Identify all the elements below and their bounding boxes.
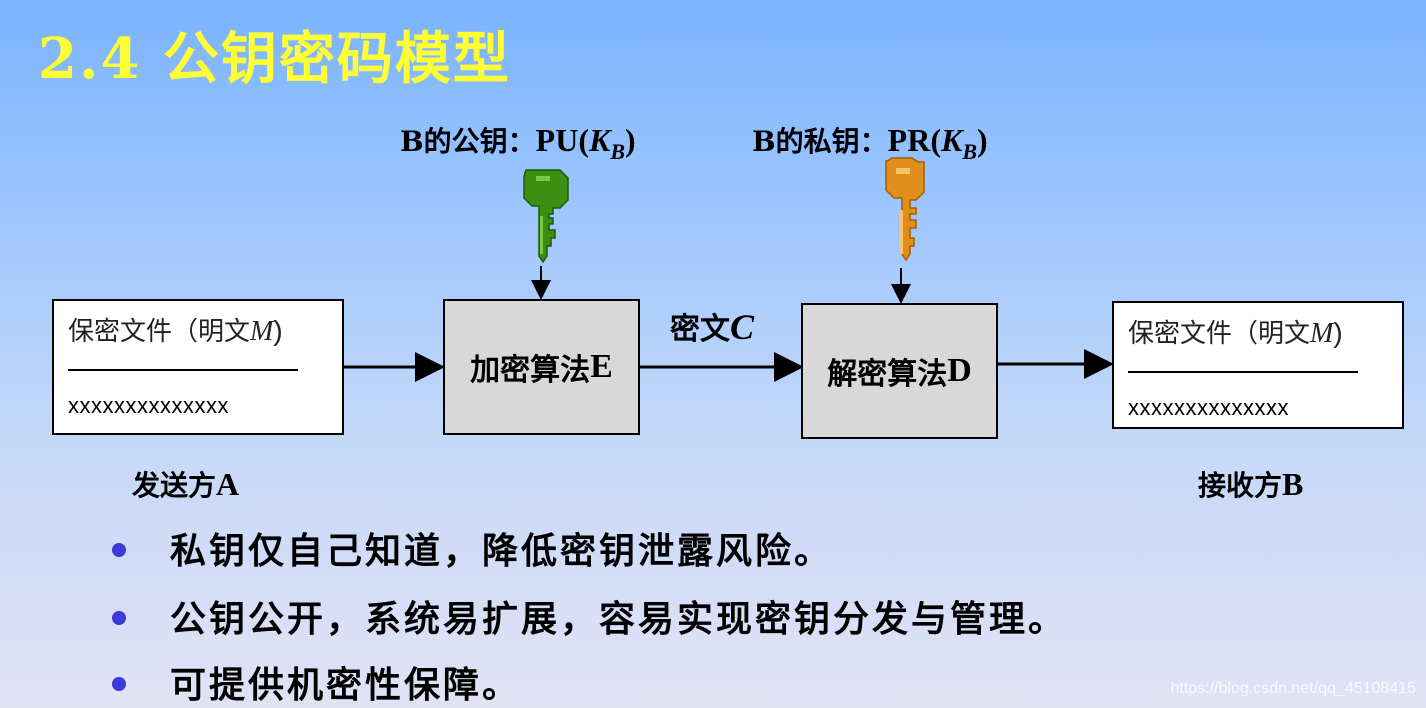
sender-label: 发送方A bbox=[132, 464, 239, 504]
sender-doc-close: ) bbox=[273, 315, 283, 346]
private-key-abbr: PR( bbox=[887, 122, 941, 158]
public-key-k: K bbox=[588, 122, 611, 158]
sender-doc-text: 保密文件（明文 bbox=[68, 317, 251, 347]
ciphertext-text: 密文 bbox=[670, 312, 730, 347]
public-key-prefix: B的公钥： bbox=[400, 125, 536, 158]
bullet-item: 可提供机密性保障。 bbox=[112, 656, 521, 708]
bullet-text: 公钥公开，系统易扩展，容易实现密钥分发与管理。 bbox=[170, 598, 1068, 640]
bullet-item: 私钥仅自己知道，降低密钥泄露风险。 bbox=[112, 522, 833, 574]
receiver-letter: B bbox=[1282, 466, 1304, 502]
sender-doc-m: M bbox=[250, 316, 274, 347]
private-key-label: B的私钥：PR(KB) bbox=[752, 120, 988, 165]
sender-doc-content: xxxxxxxxxxxxxx bbox=[68, 393, 229, 418]
sender-document: 保密文件（明文M) xxxxxxxxxxxxxx bbox=[52, 299, 344, 435]
receiver-document: 保密文件（明文M) xxxxxxxxxxxxxx bbox=[1112, 301, 1404, 429]
sender-doc-title: 保密文件（明文M) bbox=[68, 311, 283, 348]
sender-text: 发送方 bbox=[132, 469, 217, 502]
receiver-label: 接收方B bbox=[1198, 464, 1303, 504]
bullet-dot-icon bbox=[112, 543, 126, 557]
bullet-item: 公钥公开，系统易扩展，容易实现密钥分发与管理。 bbox=[112, 590, 1067, 642]
receiver-doc-content: xxxxxxxxxxxxxx bbox=[1128, 395, 1289, 420]
receiver-doc-m: M bbox=[1310, 318, 1334, 349]
public-key-sub: B bbox=[610, 139, 626, 164]
private-key-sub: B bbox=[962, 139, 978, 164]
private-key-close: ) bbox=[977, 122, 988, 158]
bullet-dot-icon bbox=[112, 611, 126, 625]
private-key-prefix: B的私钥： bbox=[752, 125, 888, 158]
public-key-close: ) bbox=[625, 122, 636, 158]
bullet-text: 可提供机密性保障。 bbox=[170, 664, 522, 706]
receiver-doc-title: 保密文件（明文M) bbox=[1128, 313, 1343, 350]
watermark: https://blog.csdn.net/qq_45108415 bbox=[1170, 680, 1416, 697]
encrypt-label: 加密算法 bbox=[470, 353, 591, 388]
public-key-abbr: PU( bbox=[535, 122, 589, 158]
decrypt-label: 解密算法 bbox=[827, 357, 948, 392]
encrypt-letter: E bbox=[590, 348, 613, 385]
decrypt-letter: D bbox=[947, 352, 972, 389]
ciphertext-letter: C bbox=[730, 307, 755, 347]
receiver-doc-close: ) bbox=[1333, 317, 1343, 348]
public-key-label: B的公钥：PU(KB) bbox=[400, 120, 636, 165]
receiver-text: 接收方 bbox=[1198, 469, 1283, 502]
public-key-icon bbox=[523, 169, 569, 264]
ciphertext-label: 密文C bbox=[670, 304, 754, 348]
page-title: 2.4 公钥密码模型 bbox=[38, 26, 511, 92]
bullet-dot-icon bbox=[112, 677, 126, 691]
private-key-icon bbox=[885, 157, 925, 262]
receiver-doc-rule bbox=[1128, 371, 1358, 373]
sender-doc-rule bbox=[68, 369, 298, 371]
receiver-doc-text: 保密文件（明文 bbox=[1128, 319, 1311, 349]
sender-letter: A bbox=[216, 466, 240, 502]
private-key-k: K bbox=[940, 122, 963, 158]
bullet-text: 私钥仅自己知道，降低密钥泄露风险。 bbox=[170, 530, 834, 572]
